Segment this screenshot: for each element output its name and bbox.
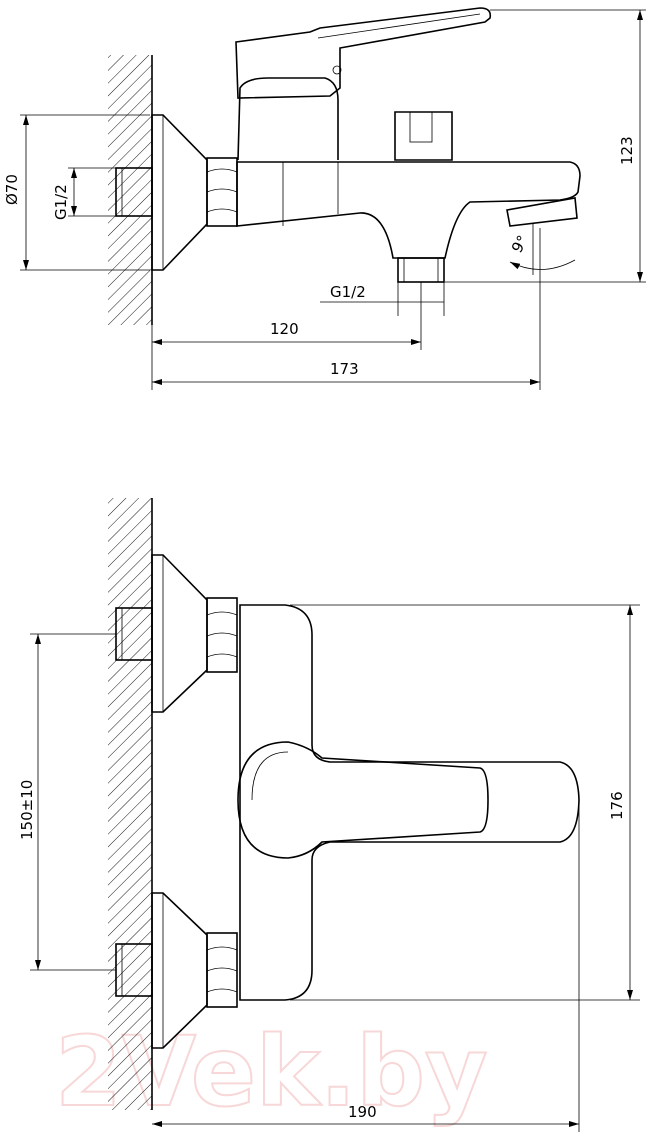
outlet-nipple [397,257,445,283]
wall-hatch [108,55,152,325]
dim-center-distance: 150±10 [18,780,36,840]
upper-flange [151,554,208,713]
mixer-body [236,161,581,259]
dim-width: 190 [348,1103,377,1121]
dim-outlet-thread: G1/2 [330,283,366,301]
diverter [394,111,453,161]
dim-height-front: 176 [608,791,626,820]
dim-height: 123 [618,136,636,165]
dim-diameter: Ø70 [3,174,21,205]
dim-angle: 9° [508,232,532,256]
dim-wall-thread: G1/2 [52,184,70,220]
front-view: 150±10 176 190 [18,498,640,1132]
flange [151,114,208,271]
dim-len-total: 173 [330,360,359,378]
hex-nut [206,157,238,227]
upper-hex-nut [206,597,238,673]
lower-hex-nut [206,932,238,1008]
wall-hatch-front [108,498,152,1110]
lever-handle-front [237,741,489,859]
mixer-body-front [239,604,580,1001]
cartridge-housing [237,77,339,161]
lever-handle [235,7,492,99]
top-view: Ø70 G1/2 123 G1/2 120 173 9° [3,7,646,390]
dim-len-outlet: 120 [270,320,299,338]
aerator [506,197,578,227]
